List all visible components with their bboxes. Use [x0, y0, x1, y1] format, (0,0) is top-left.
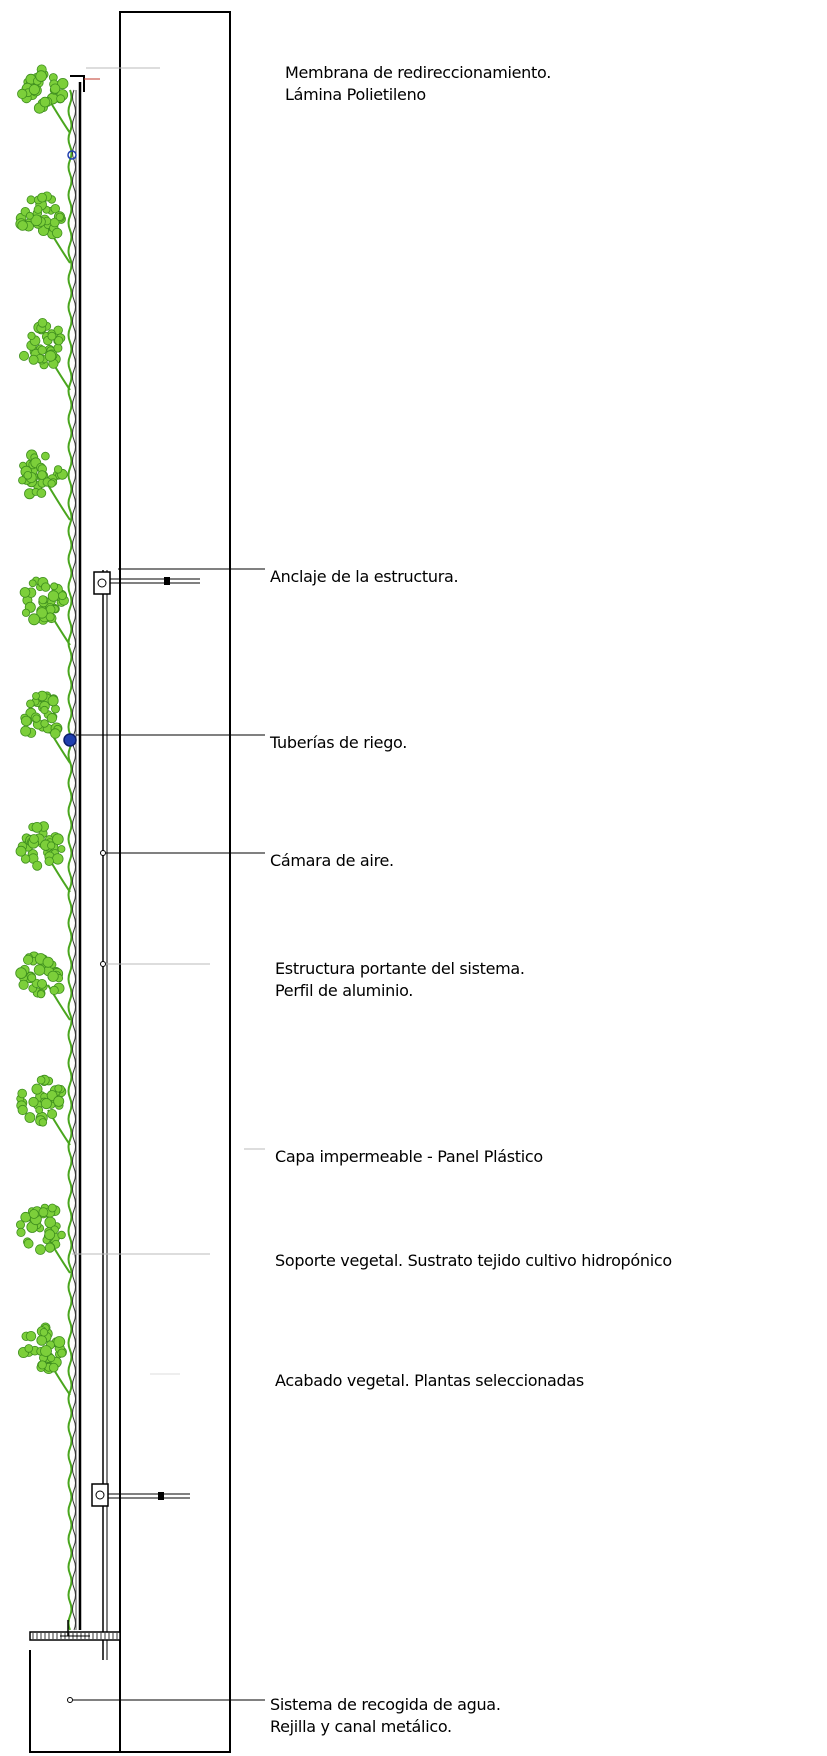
upper-anchor — [93, 571, 200, 595]
label-estructura: Estructura portante del sistema. Perfil … — [275, 958, 525, 1002]
label-tuberias-line1: Tuberías de riego. — [270, 733, 408, 752]
label-membrana-line2: Lámina Polietileno — [285, 85, 426, 104]
plant-10 — [15, 1203, 71, 1274]
plant-9 — [16, 1074, 71, 1146]
lower-anchor — [91, 1483, 190, 1507]
plant-11 — [17, 1322, 71, 1396]
label-anclaje: Anclaje de la estructura. — [270, 566, 459, 588]
plant-4 — [18, 449, 71, 521]
label-soporte-line1: Soporte vegetal. Sustrato tejido cultivo… — [275, 1251, 672, 1270]
plant-5 — [19, 576, 71, 646]
label-membrana: Membrana de redireccionamiento. Lámina P… — [285, 62, 551, 106]
plant-7 — [15, 821, 71, 893]
label-soporte: Soporte vegetal. Sustrato tejido cultivo… — [275, 1250, 672, 1272]
label-acabado: Acabado vegetal. Plantas seleccionadas — [275, 1370, 584, 1392]
plant-6 — [20, 690, 71, 764]
irrigation-pipe-upper — [67, 150, 77, 160]
label-camara: Cámara de aire. — [270, 850, 394, 872]
label-estructura-line2: Perfil de aluminio. — [275, 981, 414, 1000]
leader-lines — [72, 67, 265, 1701]
plant-1 — [17, 64, 71, 134]
label-estructura-line1: Estructura portante del sistema. — [275, 959, 525, 978]
building-wall — [119, 11, 231, 1753]
label-tuberias: Tuberías de riego. — [270, 732, 407, 754]
label-acabado-line1: Acabado vegetal. Plantas seleccionadas — [275, 1371, 584, 1390]
irrigation-pipe — [63, 733, 77, 747]
label-recogida: Sistema de recogida de agua. Rejilla y c… — [270, 1694, 501, 1738]
air-chamber-marker — [100, 850, 106, 856]
plant-8 — [15, 951, 71, 1021]
label-capa: Capa impermeable - Panel Plástico — [275, 1146, 543, 1168]
selected-plants — [15, 64, 71, 1396]
plant-2 — [15, 191, 71, 264]
membrane-top-cap — [70, 75, 85, 92]
label-capa-line1: Capa impermeable - Panel Plástico — [275, 1147, 543, 1166]
label-recogida-line1: Sistema de recogida de agua. — [270, 1695, 501, 1714]
water-collection-channel — [29, 1620, 121, 1753]
profile-marker — [100, 961, 106, 967]
label-membrana-line1: Membrana de redireccionamiento. — [285, 63, 551, 82]
hydroponic-substrate-fabric — [67, 89, 76, 1631]
label-recogida-line2: Rejilla y canal metálico. — [270, 1717, 452, 1736]
label-anclaje-line1: Anclaje de la estructura. — [270, 567, 459, 586]
plant-3 — [18, 317, 71, 391]
label-camara-line1: Cámara de aire. — [270, 851, 394, 870]
